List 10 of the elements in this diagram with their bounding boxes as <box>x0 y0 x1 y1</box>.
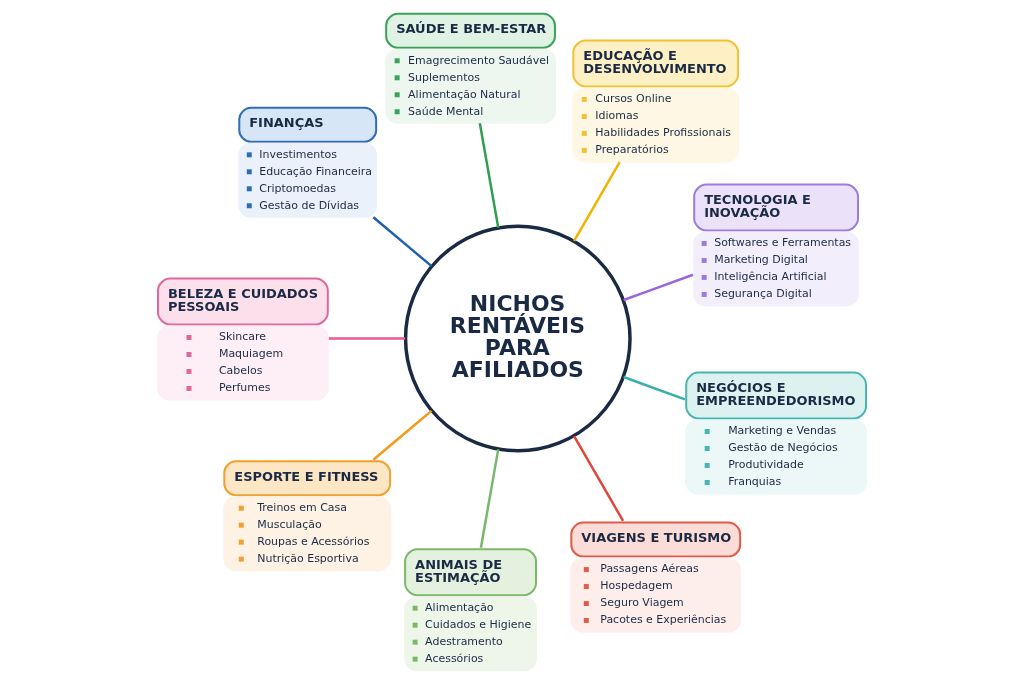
connector <box>623 375 686 401</box>
connector <box>328 337 406 340</box>
connector <box>372 216 433 268</box>
connector <box>623 273 694 302</box>
connector <box>372 409 433 461</box>
connector <box>478 123 500 228</box>
connector <box>573 161 621 242</box>
connector <box>479 449 500 548</box>
connector <box>573 435 625 522</box>
node-circle: NICHOS RENTÁVEIS PARA AFILIADOS <box>403 224 632 453</box>
